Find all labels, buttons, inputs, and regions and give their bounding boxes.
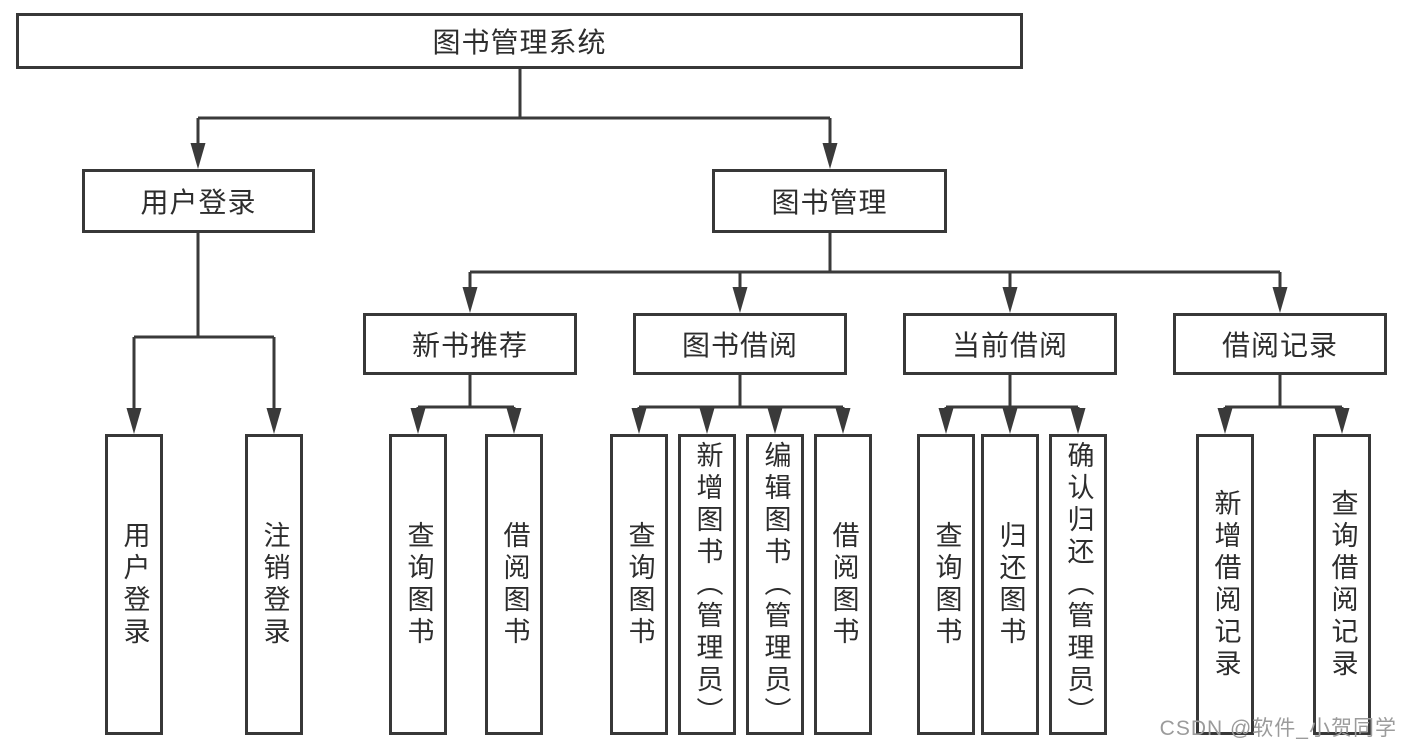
node-new-book-recommendation: 新书推荐 (363, 313, 577, 375)
leaf-edit-book-admin: 编辑图书（管理员） (746, 434, 804, 735)
leaf-query-books-borrowing: 查询图书 (610, 434, 668, 735)
node-user-login: 用户登录 (82, 169, 315, 233)
leaf-return-book: 归还图书 (981, 434, 1039, 735)
leaf-add-borrow-record: 新增借阅记录 (1196, 434, 1254, 735)
leaf-logout: 注销登录 (245, 434, 303, 735)
node-borrowing-records: 借阅记录 (1173, 313, 1387, 375)
leaf-query-books-recommend: 查询图书 (389, 434, 447, 735)
arrowheads (126, 143, 1350, 434)
leaf-borrow-books-borrowing: 借阅图书 (814, 434, 872, 735)
node-current-borrowing: 当前借阅 (903, 313, 1117, 375)
leaf-user-login: 用户登录 (105, 434, 163, 735)
leaf-add-book-admin: 新增图书（管理员） (678, 434, 736, 735)
node-book-borrowing: 图书借阅 (633, 313, 847, 375)
watermark: CSDN @软件_小贺同学 (1159, 717, 1397, 740)
leaf-query-books-current: 查询图书 (917, 434, 975, 735)
node-library-system: 图书管理系统 (16, 13, 1023, 69)
leaf-query-borrow-record: 查询借阅记录 (1313, 434, 1371, 735)
node-book-management: 图书管理 (712, 169, 947, 233)
leaf-confirm-return-admin: 确认归还（管理员） (1049, 434, 1107, 735)
leaf-borrow-books-recommend: 借阅图书 (485, 434, 543, 735)
